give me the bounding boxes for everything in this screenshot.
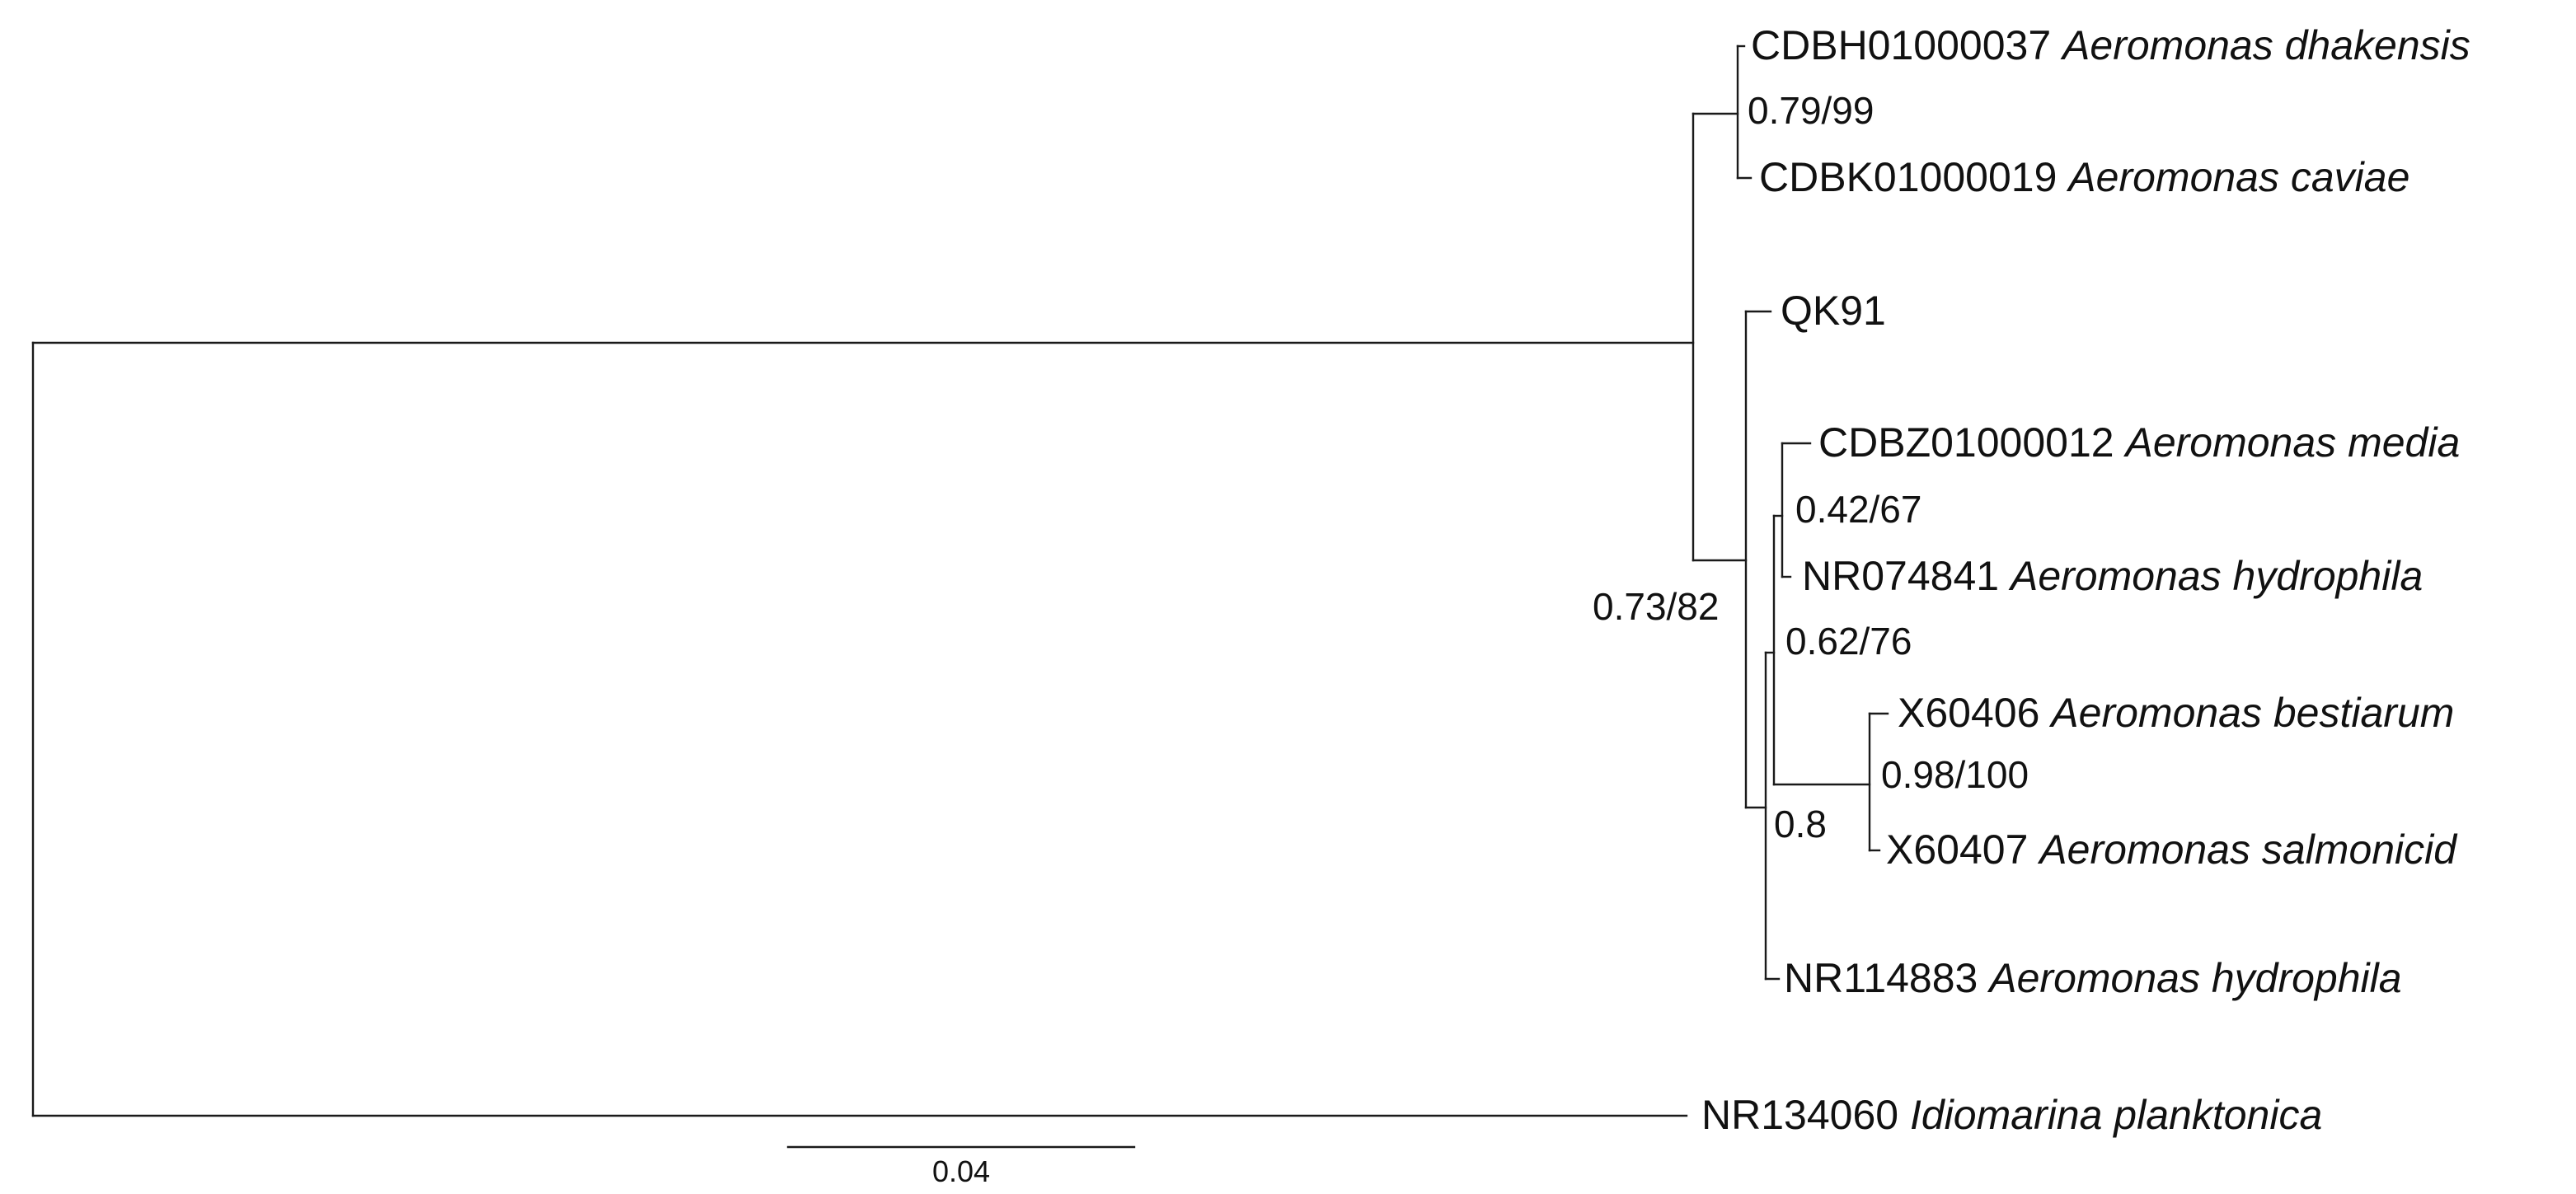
support-bestiarum-salmonicid: 0.98/100: [1881, 753, 2029, 796]
support-hydrophila-clade: 0.8: [1774, 803, 1827, 845]
taxon-label-nr074841: NR074841 Aeromonas hydrophila: [1802, 553, 2423, 599]
taxon-label-bestiarum: X60406 Aeromonas bestiarum: [1898, 690, 2454, 736]
scale-bar-label: 0.04: [932, 1154, 990, 1188]
taxon-label-dhakensis: CDBH01000037 Aeromonas dhakensis: [1751, 22, 2470, 68]
taxon-label-salmonicid: X60407 Aeromonas salmonicid: [1886, 826, 2458, 873]
taxon-label-qk91: QK91: [1781, 288, 1886, 334]
support-aeromonas-clade: 0.73/82: [1593, 585, 1719, 628]
support-salmonicida-group: 0.62/76: [1785, 620, 1912, 663]
support-dhakensis-caviae: 0.79/99: [1748, 89, 1874, 132]
taxon-label-idiomarina: NR134060 Idiomarina planktonica: [1701, 1092, 2322, 1138]
support-media-hydrophila: 0.42/67: [1795, 488, 1921, 531]
taxon-label-media: CDBZ01000012 Aeromonas media: [1818, 419, 2460, 466]
taxon-label-caviae: CDBK01000019 Aeromonas caviae: [1759, 154, 2409, 200]
taxon-label-nr114883: NR114883 Aeromonas hydrophila: [1784, 955, 2402, 1001]
